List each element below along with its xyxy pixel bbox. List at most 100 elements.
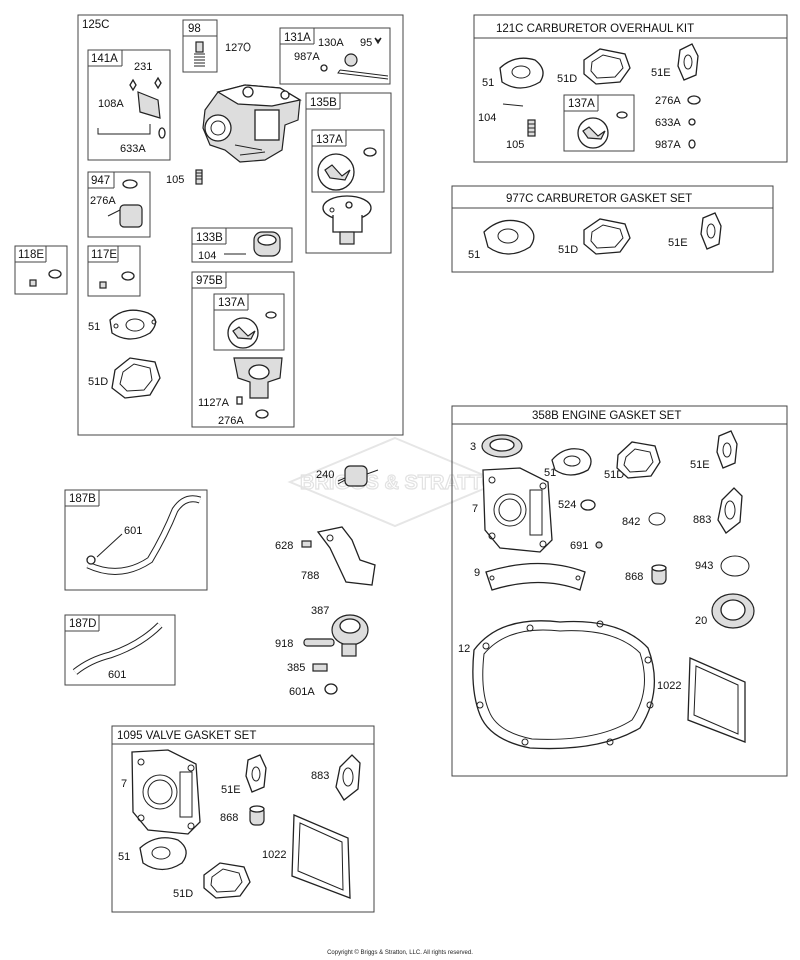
gasket-51d-part-3 — [583, 218, 631, 255]
fuel-bowl-975b — [233, 357, 283, 419]
solenoid-part-947 — [107, 179, 143, 228]
kit-135b-label: 135B — [310, 97, 337, 109]
part-104-label-1: 104 — [198, 250, 216, 262]
float-bowl-kit-137a-2 — [227, 311, 277, 349]
head-gasket-part-7-2 — [131, 749, 201, 835]
part-601-label-1: 601 — [124, 525, 142, 537]
kit-977c-title: 977C CARBURETOR GASKET SET — [506, 193, 692, 205]
bracket-788: 628 788 — [275, 526, 376, 586]
gasket-part-9 — [485, 562, 586, 591]
kit-121c-group: 121C CARBURETOR OVERHAUL KIT 51 51D 51E … — [473, 14, 788, 163]
part-868-label-2: 868 — [220, 812, 238, 824]
part-633a-label-1: 633A — [120, 143, 146, 155]
part-7-label-2: 7 — [121, 778, 127, 790]
part-108a-label: 108A — [98, 98, 124, 110]
part-276a-oring-3 — [687, 95, 701, 105]
part-127-clip — [243, 42, 251, 52]
kit-121c-title: 121C CARBURETOR OVERHAUL KIT — [496, 23, 694, 35]
kit-1095-group: 1095 VALVE GASKET SET 7 51E 883 868 51 — [111, 725, 375, 913]
kit-137a-label-1: 137A — [316, 134, 343, 146]
part-20-label: 20 — [695, 615, 707, 627]
part-987a-pin-2 — [688, 139, 696, 149]
part-127-label: 127 — [225, 42, 243, 54]
fuel-bowl-135b — [322, 195, 372, 245]
part-1127a-label: 1127A — [198, 397, 230, 409]
kit-187b-label: 187B — [69, 493, 96, 505]
gasket-51-part-3 — [483, 219, 535, 255]
kit-141a-box — [87, 49, 171, 161]
kit-187d-box — [64, 614, 176, 686]
kit-137a-box-1 — [311, 129, 385, 193]
jet-part-117e — [99, 271, 135, 289]
part-51e-label-4: 51E — [690, 459, 710, 471]
kit-137a-label-3: 137A — [568, 98, 595, 110]
gasket-51e-part-3 — [700, 212, 722, 250]
kit-137a-label-2: 137A — [218, 297, 245, 309]
kit-121c-box — [473, 14, 788, 163]
kit-98-label: 98 — [188, 23, 201, 35]
part-104-pin-2 — [502, 103, 524, 107]
kit-947-box — [87, 171, 151, 238]
seal-part-3 — [481, 434, 523, 458]
kit-131a-label: 131A — [284, 32, 311, 44]
kit-358b-title: 358B ENGINE GASKET SET — [532, 410, 681, 422]
part-51-label-4: 51 — [544, 467, 556, 479]
seal-part-868-2 — [249, 805, 265, 826]
part-240-label: 240 — [316, 469, 334, 481]
part-105-label-1: 105 — [166, 174, 184, 186]
oil-seal-part-20 — [711, 593, 755, 629]
choke-shaft-part — [97, 76, 166, 139]
part-51e-label-5: 51E — [221, 784, 241, 796]
kit-977c-box — [451, 185, 774, 273]
head-gasket-part-7-1 — [482, 467, 553, 553]
kit-118e-group: 118E — [14, 245, 68, 295]
part-842-label: 842 — [622, 516, 640, 528]
kit-118e-label: 118E — [18, 249, 44, 261]
carburetor-body — [202, 84, 302, 163]
float-bowl-kit-137a-1 — [317, 147, 377, 191]
part-1022-label-1: 1022 — [657, 680, 681, 692]
kit-117e-box — [87, 245, 141, 297]
kit-118e-box — [14, 245, 68, 295]
part-385-label: 385 — [287, 662, 305, 674]
seal-part-868-1 — [651, 564, 667, 585]
part-987a-label-1: 987A — [294, 51, 320, 63]
kit-187d-label: 187D — [69, 618, 97, 630]
part-385-screw — [312, 663, 328, 672]
float-bowl-kit-137a-3 — [577, 111, 628, 149]
part-868-label-1: 868 — [625, 571, 643, 583]
kit-975b-box — [191, 271, 295, 428]
gasket-51-part-5 — [139, 837, 187, 871]
part-51d-label-1: 51D — [88, 376, 108, 388]
part-918-label: 918 — [275, 638, 293, 650]
kit-117e-label: 117E — [91, 249, 117, 261]
part-12-label: 12 — [458, 643, 470, 655]
part-691-ring — [595, 541, 603, 549]
gasket-51e-part-2 — [677, 43, 699, 81]
part-601-label-2: 601 — [108, 669, 126, 681]
part-276a-label-3: 276A — [655, 95, 681, 107]
part-633a-label-2: 633A — [655, 117, 681, 129]
part-633a-ring-2 — [688, 118, 696, 126]
fuel-pump-387: 387 918 385 601A — [275, 605, 369, 698]
part-51-label-2: 51 — [482, 77, 494, 89]
part-105-label-2: 105 — [506, 139, 524, 151]
part-918-hose — [303, 638, 335, 647]
part-788-label: 788 — [301, 570, 319, 582]
gasket-51d-part-2 — [583, 48, 631, 85]
part-524-ring — [580, 499, 596, 511]
part-387-label: 387 — [311, 605, 329, 617]
kit-187b-group: 187B 601 — [64, 489, 208, 591]
part-883-label-2: 883 — [311, 770, 329, 782]
gasket-51-part-2 — [499, 57, 544, 89]
gasket-51-part-4 — [551, 448, 592, 476]
kit-133b-box — [191, 227, 293, 263]
gasket-883-part-2 — [335, 754, 361, 801]
gasket-51e-part-5 — [245, 754, 267, 793]
part-104-label-2: 104 — [478, 112, 496, 124]
float-part-130a — [320, 37, 389, 80]
kit-125c-label: 125C — [82, 19, 110, 31]
part-601a-label: 601A — [289, 686, 315, 698]
kit-125c-box — [77, 14, 404, 436]
gasket-51-part-1 — [109, 309, 157, 340]
